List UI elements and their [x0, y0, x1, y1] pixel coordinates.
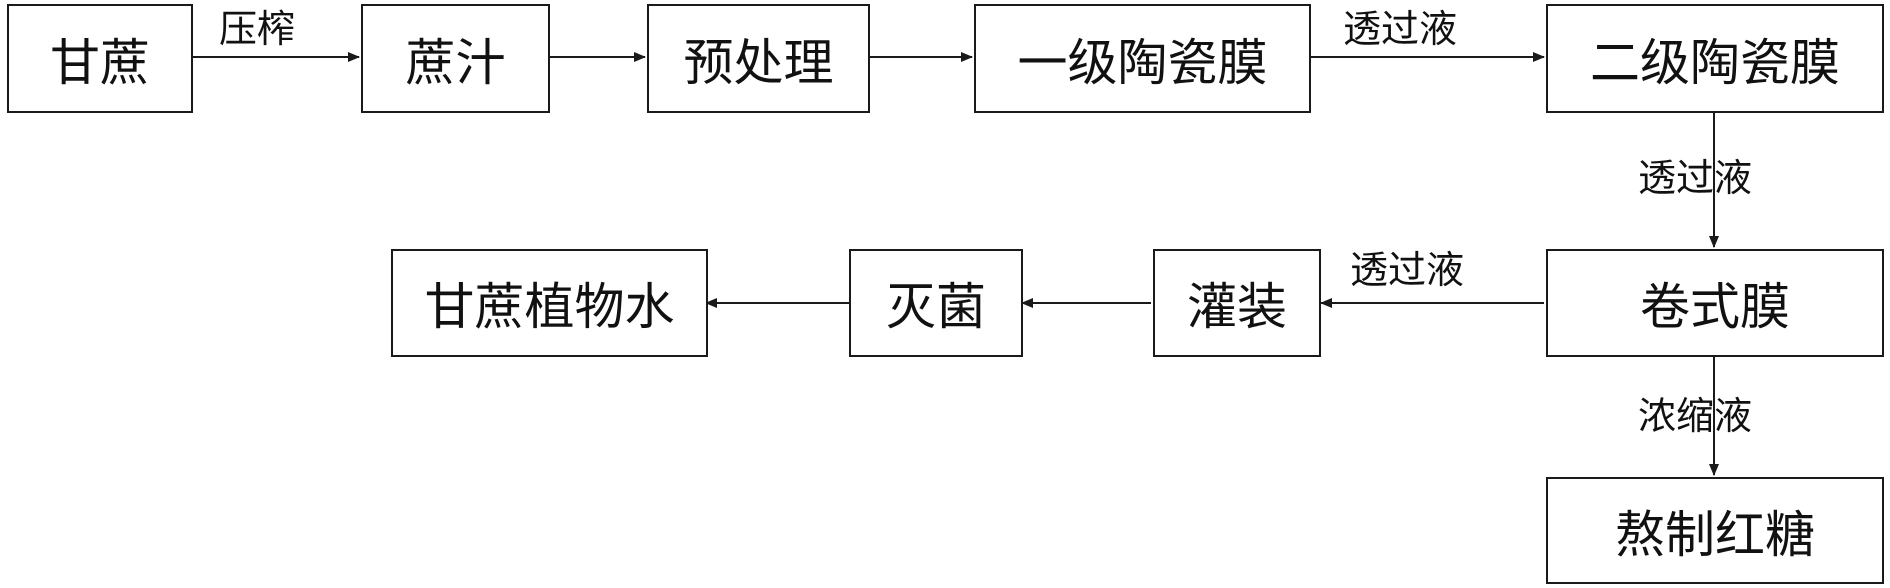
node-brown-sugar: 熬制红糖	[1546, 477, 1884, 584]
node-cane-juice: 蔗汁	[361, 4, 550, 113]
label-permeate-3: 透过液	[1350, 248, 1465, 292]
label-concentrate: 浓缩液	[1638, 394, 1753, 438]
label-permeate-1: 透过液	[1343, 7, 1458, 51]
node-sugarcane: 甘蔗	[7, 4, 193, 113]
label-pressing: 压榨	[219, 7, 296, 51]
node-sugarcane-water: 甘蔗植物水	[391, 249, 708, 357]
node-filling: 灌装	[1153, 249, 1321, 357]
node-spiral-membrane: 卷式膜	[1546, 249, 1884, 357]
node-pretreatment: 预处理	[647, 4, 870, 113]
node-ceramic-membrane-2: 二级陶瓷膜	[1546, 4, 1884, 113]
node-ceramic-membrane-1: 一级陶瓷膜	[974, 4, 1311, 113]
label-permeate-2: 透过液	[1638, 156, 1753, 200]
node-sterilization: 灭菌	[849, 249, 1023, 357]
